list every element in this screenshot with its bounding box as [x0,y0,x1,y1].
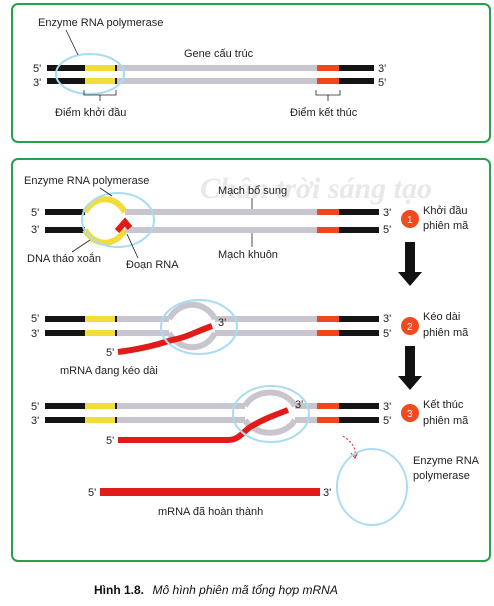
top-strand2-3-end: 3' [33,77,41,89]
finished-rna-5-end: 5' [88,487,96,499]
s1-unwound-leader [71,239,91,253]
s1-template-strand-label: Mạch khuôn [218,249,278,261]
step-2-line2: phiên mã [423,327,469,339]
step-3-line2: phiên mã [423,415,469,427]
s1-unwound-label: DNA tháo xoắn [27,252,101,265]
top-enzyme-rna-polymerase [55,53,125,95]
s1-enzyme-rna-polymerase [81,192,155,248]
s1-enzyme-label: Enzyme RNA polymerase [24,175,149,187]
s3-rna-3-end: 3' [295,399,303,411]
released-enzyme-label-line1: Enzyme RNA [413,455,480,467]
s3-dna-strand-coding [45,389,379,409]
s3-3-right: 3' [383,401,391,413]
s3-mrna-elongating [118,407,290,443]
top-start-label: Điểm khởi đầu [55,107,126,119]
arrow-step1-to-step2 [398,242,422,286]
s1-5-left: 5' [31,207,39,219]
figure-caption: Hình 1.8. Mô hình phiên mã tổng hợp mRNA [94,581,338,598]
s3-enzyme-rna-polymerase [232,385,310,443]
s2-3-left: 3' [31,328,39,340]
arrow-step2-to-step3 [398,346,422,390]
top-enzyme-label: Enzyme RNA polymerase [38,17,163,29]
step-2-circle [401,317,419,335]
s1-coding-strand-label: Mạch bổ sung [218,185,287,197]
finished-rna-3-end: 3' [323,487,331,499]
s2-rna-3-end: 3' [218,317,226,329]
top-strand2-5-end: 5' [378,77,386,89]
s2-dna-strand-coding [45,301,379,322]
top-end-label: Điểm kết thúc [290,107,358,119]
top-gene-label: Gene cấu trúc [184,48,254,60]
step-3-circle [401,404,419,422]
s2-rna-5-end: 5' [106,347,114,359]
released-enzyme-rna-polymerase [336,448,408,526]
figure-caption-text: Mô hình phiên mã tổng hợp mRNA [152,583,337,597]
s1-enzyme-leader [99,187,113,197]
top-end-bracket [315,90,341,101]
step-1-number: 1 [407,215,413,226]
step-1-line1: Khởi đầu [423,205,468,217]
bottom-panel-frame [11,158,491,562]
s2-elongating-label: mRNA đang kéo dài [60,365,158,377]
released-enzyme-label-line2: polymerase [413,470,470,482]
s2-mrna-elongating [117,323,213,355]
s1-5-right: 5' [383,224,391,236]
s1-rna-leader [126,233,139,259]
enzyme-release-dashed-arrow [342,435,356,457]
s1-rna-fragment [114,217,133,233]
s2-5-left: 5' [31,313,39,325]
top-dna-strand-template [47,78,374,84]
top-dna-strand-coding [47,65,374,71]
finished-mrna-label: mRNA đã hoàn thành [158,506,263,518]
s1-dna-strand-coding [45,196,379,215]
step-3-number: 3 [407,409,413,420]
top-panel-frame [11,3,491,143]
s1-3-left: 3' [31,224,39,236]
step-2-line1: Kéo dài [423,311,460,323]
s2-5-right: 5' [383,328,391,340]
s2-dna-strand-template [45,330,379,351]
s3-rna-5-end: 5' [106,435,114,447]
step-1-line2: phiên mã [423,220,469,232]
s1-rna-fragment-label: Đoạn RNA [126,259,179,271]
step-2-number: 2 [407,322,413,333]
step-3-line1: Kết thúc [423,399,464,411]
s1-3-right: 3' [383,207,391,219]
top-start-bracket [83,90,117,101]
top-enzyme-leader [65,29,79,56]
top-strand1-5-end: 5' [33,63,41,75]
s3-dna-strand-template [45,417,379,436]
finished-mrna [100,488,320,496]
s3-5-right: 5' [383,415,391,427]
s3-3-left: 3' [31,415,39,427]
s2-enzyme-rna-polymerase [160,299,238,355]
s3-5-left: 5' [31,401,39,413]
figure-caption-label: Hình 1.8. [94,583,144,597]
top-strand1-3-end: 3' [378,63,386,75]
step-1-circle [401,210,419,228]
s2-3-right: 3' [383,313,391,325]
watermark: Chân trời sáng tạo [200,172,432,205]
